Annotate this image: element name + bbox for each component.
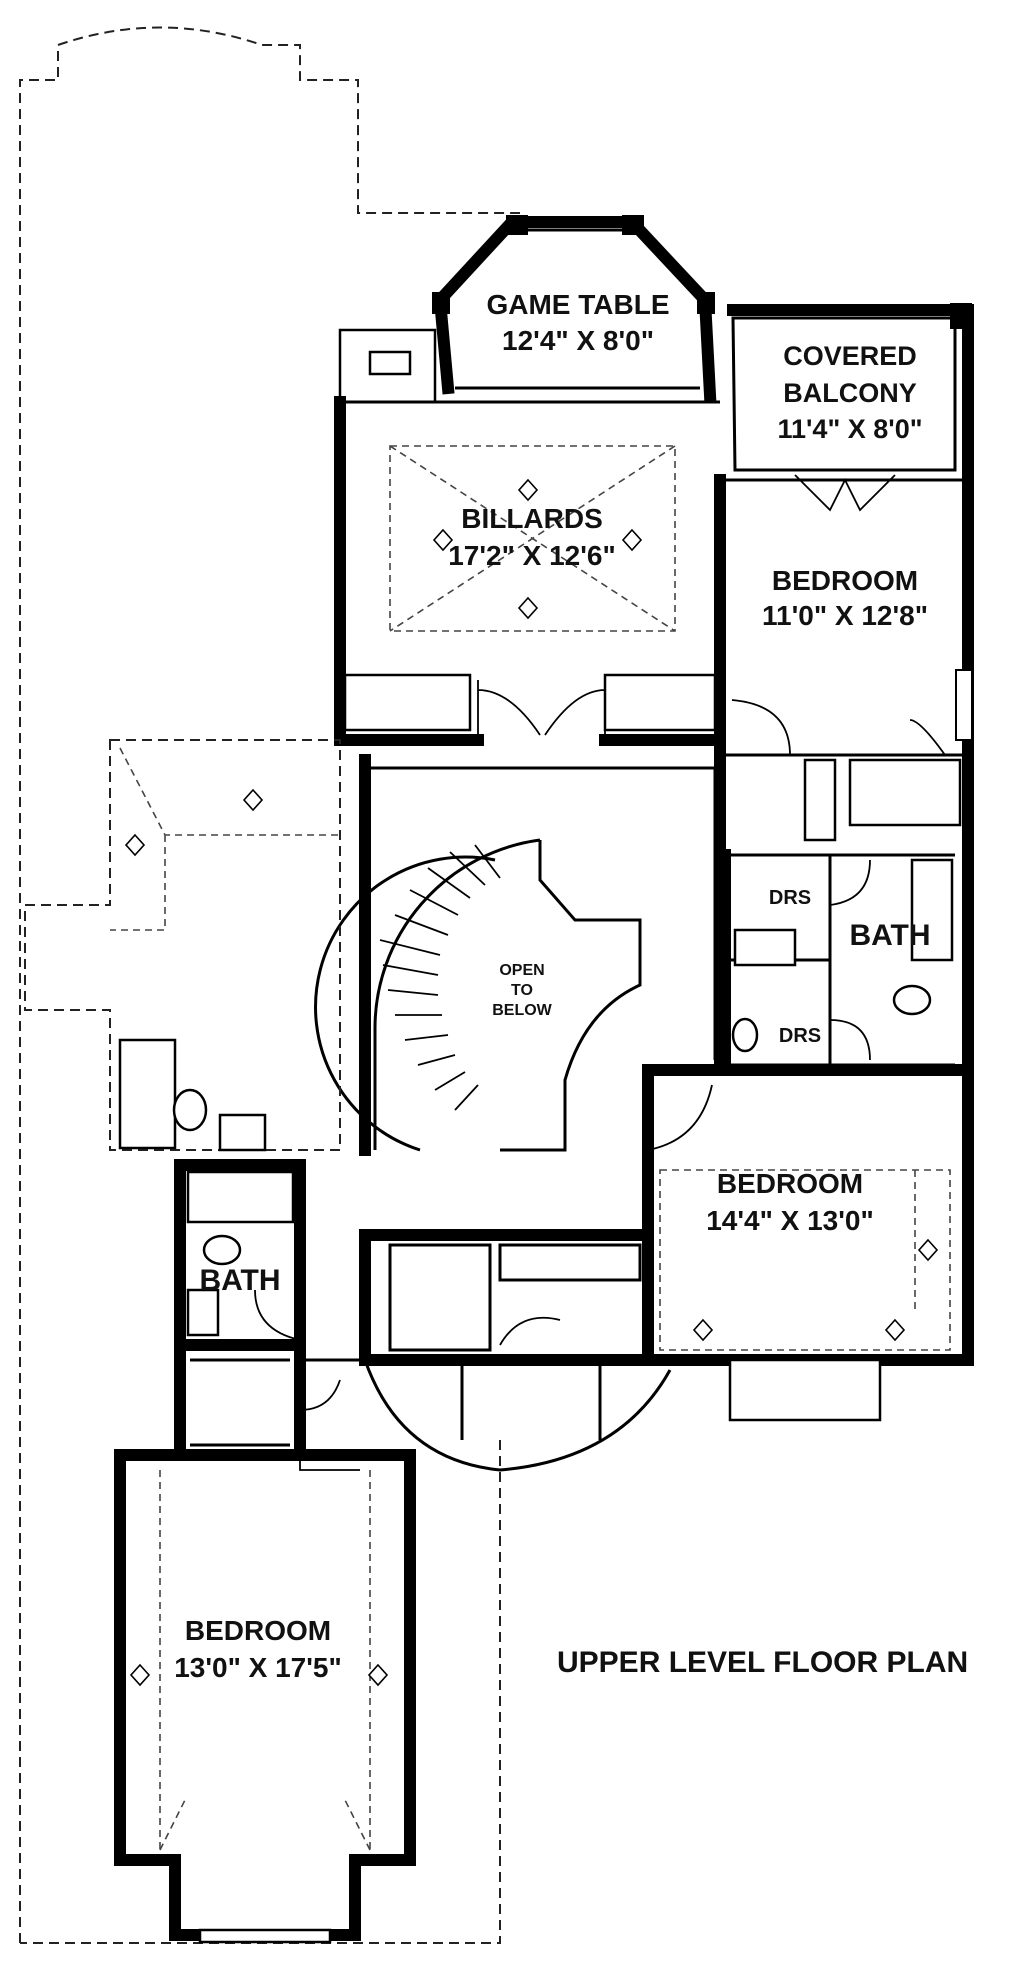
balcony-name-2: BALCONY	[783, 378, 917, 408]
south-bedroom	[114, 1449, 416, 1944]
open-to-below-1: OPEN	[499, 962, 544, 979]
room-labels: GAME TABLE 12'4" X 8'0" COVERED BALCONY …	[174, 289, 968, 1683]
roof-outline-right	[20, 1440, 501, 1944]
billiards-room	[334, 396, 726, 746]
middle-bedroom	[642, 1064, 974, 1422]
game-table-dims: 12'4" X 8'0"	[502, 325, 654, 356]
storage-box	[338, 328, 437, 404]
game-table-name: GAME TABLE	[486, 289, 669, 320]
balcony-name-1: COVERED	[783, 341, 917, 371]
billiards-dims: 17'2" X 12'6"	[448, 540, 616, 571]
open-to-below-3: BELOW	[492, 1002, 552, 1019]
open-to-below-2: TO	[511, 982, 533, 999]
west-bath-label: BATH	[199, 1264, 280, 1297]
ceiling-markers	[124, 478, 939, 1687]
roof-outline	[19, 26, 520, 1943]
south-bedroom-dims: 13'0" X 17'5"	[174, 1652, 342, 1683]
balcony-dims: 11'4" X 8'0"	[777, 414, 922, 444]
middle-bedroom-name: BEDROOM	[717, 1168, 863, 1199]
east-bedroom-name: BEDROOM	[772, 565, 918, 596]
west-bath	[174, 1159, 306, 1351]
plan-title: UPPER LEVEL FLOOR PLAN	[557, 1646, 968, 1679]
west-roof-area	[24, 739, 341, 1152]
game-table-bay	[432, 215, 717, 402]
drs-upper-label: DRS	[769, 887, 811, 909]
drs-lower-label: DRS	[779, 1025, 821, 1047]
middle-bedroom-dims: 14'4" X 13'0"	[706, 1205, 874, 1236]
east-bedroom-dims: 11'0" X 12'8"	[762, 600, 928, 631]
staircase	[314, 754, 717, 1156]
billiards-name: BILLARDS	[461, 503, 603, 534]
south-bedroom-name: BEDROOM	[185, 1615, 331, 1646]
lower-closets	[359, 1229, 672, 1472]
east-bath-area	[719, 849, 955, 1076]
east-bath-label: BATH	[849, 919, 930, 952]
